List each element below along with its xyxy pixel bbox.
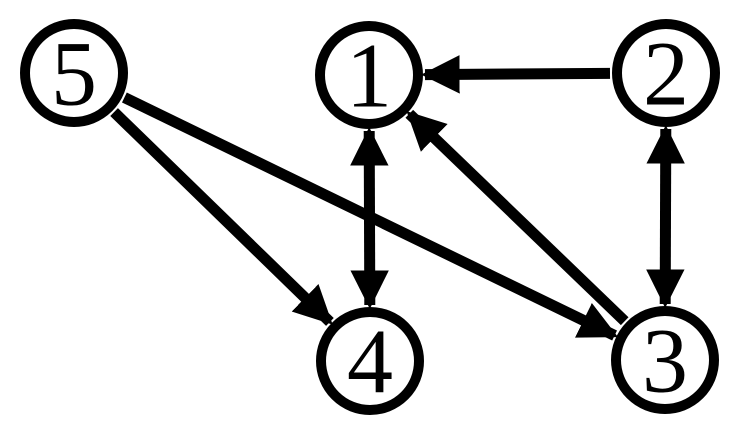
node-circle-4 [316, 307, 424, 415]
node-circle-5 [20, 19, 128, 127]
graph-edge-2-to-1 [421, 55, 611, 94]
node-label-2: 2 [643, 22, 689, 124]
graph-node-5: 5 [20, 19, 128, 127]
graph-edge-3-to-1 [405, 109, 629, 326]
node-label-3: 3 [642, 309, 688, 411]
graph-edges [110, 55, 685, 341]
graph-edge-1-to-4 [350, 127, 389, 309]
node-label-1: 1 [346, 24, 392, 126]
graph-edge-2-to-3 [646, 125, 685, 308]
graph-node-3: 3 [611, 306, 719, 414]
node-label-4: 4 [347, 310, 393, 412]
graph-node-4: 4 [316, 307, 424, 415]
node-circle-1 [315, 21, 423, 129]
node-circle-3 [611, 306, 719, 414]
node-circle-2 [612, 19, 720, 127]
graph-node-2: 2 [612, 19, 720, 127]
graph-edge-5-to-4 [110, 108, 334, 326]
graph-nodes: 1 2 3 4 5 [20, 19, 720, 415]
graph-node-1: 1 [315, 21, 423, 129]
node-label-5: 5 [51, 22, 97, 124]
